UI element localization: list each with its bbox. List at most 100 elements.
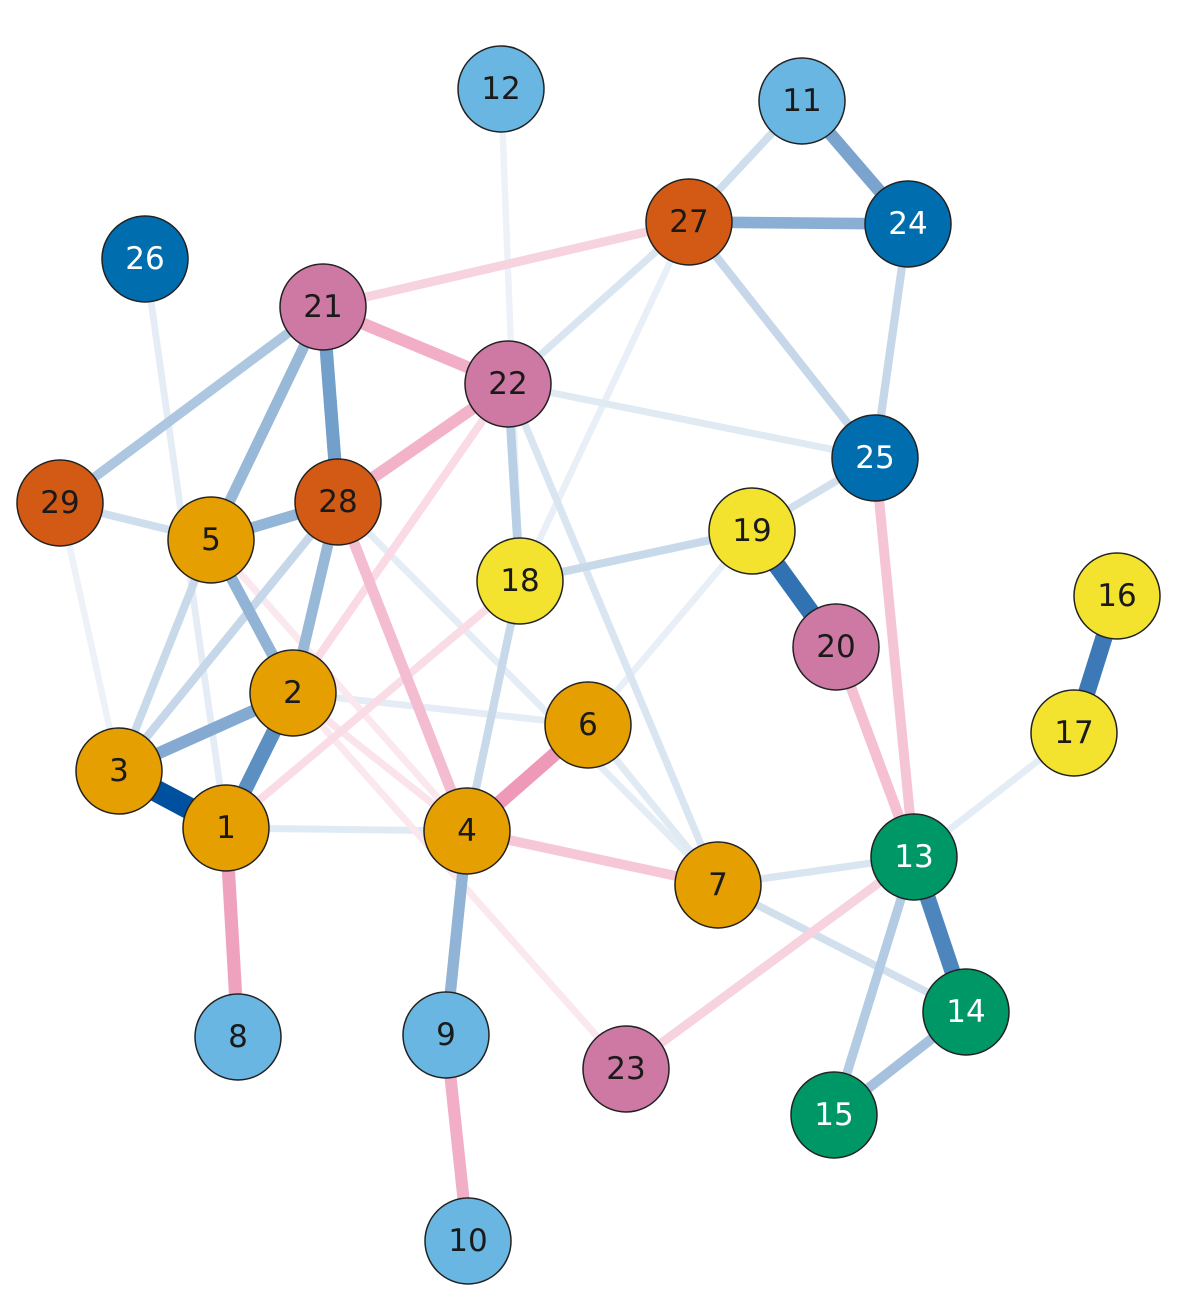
node-label: 14 — [946, 994, 985, 1030]
node-circle — [75, 727, 163, 815]
node-label: 4 — [457, 813, 477, 849]
edge-13-23 — [623, 853, 917, 1073]
node-circle — [402, 991, 490, 1079]
node-28[interactable]: 28 — [294, 458, 382, 546]
node-27[interactable]: 27 — [645, 178, 733, 266]
edge-22-25 — [507, 380, 876, 462]
node-label: 21 — [303, 289, 342, 325]
node-17[interactable]: 17 — [1030, 689, 1118, 777]
edge-28-4 — [332, 500, 473, 833]
node-label: 13 — [894, 839, 933, 875]
node-6[interactable]: 6 — [544, 681, 632, 769]
node-circle — [758, 57, 846, 145]
node-label: 3 — [109, 753, 129, 789]
node-circle — [544, 681, 632, 769]
node-circle — [922, 968, 1010, 1056]
node-circle — [790, 1071, 878, 1159]
node-4[interactable]: 4 — [423, 787, 511, 875]
edge-29-3 — [56, 502, 123, 772]
node-2[interactable]: 2 — [249, 649, 337, 737]
edge-28-7 — [335, 499, 721, 888]
node-circle — [249, 649, 337, 737]
node-circle — [582, 1025, 670, 1113]
node-9[interactable]: 9 — [402, 991, 490, 1079]
node-label: 22 — [488, 366, 527, 402]
node-14[interactable]: 14 — [922, 968, 1010, 1056]
edge-13-15 — [829, 855, 919, 1117]
node-20[interactable]: 20 — [792, 603, 880, 691]
edge-5-4 — [208, 537, 470, 834]
node-label: 6 — [578, 707, 598, 743]
node-label: 27 — [669, 204, 708, 240]
edge-22-2 — [289, 381, 512, 696]
node-label: 19 — [732, 513, 771, 549]
node-label: 26 — [125, 241, 164, 277]
node-label: 28 — [318, 484, 357, 520]
node-label: 23 — [606, 1051, 645, 1087]
node-label: 20 — [816, 629, 855, 665]
node-circle — [423, 787, 511, 875]
node-29[interactable]: 29 — [16, 459, 104, 547]
edge-7-14 — [716, 881, 968, 1016]
node-1[interactable]: 1 — [182, 784, 270, 872]
node-label: 8 — [228, 1019, 248, 1055]
node-3[interactable]: 3 — [75, 727, 163, 815]
node-21[interactable]: 21 — [279, 263, 367, 351]
node-label: 7 — [708, 867, 728, 903]
edge-27-21 — [321, 217, 691, 312]
node-circle — [1073, 552, 1161, 640]
node-25[interactable]: 25 — [831, 414, 919, 502]
edge-28-3 — [115, 499, 342, 774]
node-circle — [831, 414, 919, 502]
node-circle — [464, 340, 552, 428]
node-label: 29 — [40, 485, 79, 521]
node-circle — [294, 458, 382, 546]
edge-18-1 — [223, 577, 523, 832]
node-13[interactable]: 13 — [870, 813, 958, 901]
node-24[interactable]: 24 — [864, 180, 952, 268]
node-label: 12 — [481, 71, 520, 107]
node-circle — [645, 178, 733, 266]
node-circle — [476, 537, 564, 625]
node-18[interactable]: 18 — [476, 537, 564, 625]
node-circle — [864, 180, 952, 268]
node-circle — [16, 459, 104, 547]
node-circle — [279, 263, 367, 351]
node-19[interactable]: 19 — [708, 487, 796, 575]
node-circle — [194, 993, 282, 1081]
edge-27-25 — [685, 219, 879, 461]
node-circle — [182, 784, 270, 872]
node-label: 24 — [888, 206, 927, 242]
node-label: 25 — [855, 440, 894, 476]
node-10[interactable]: 10 — [424, 1197, 512, 1285]
node-label: 15 — [814, 1097, 853, 1133]
node-12[interactable]: 12 — [457, 45, 545, 133]
node-circle — [101, 215, 189, 303]
node-label: 10 — [448, 1223, 487, 1259]
node-circle — [708, 487, 796, 575]
node-circle — [424, 1197, 512, 1285]
node-label: 2 — [283, 675, 303, 711]
node-16[interactable]: 16 — [1073, 552, 1161, 640]
node-26[interactable]: 26 — [101, 215, 189, 303]
edge-25-13 — [870, 457, 919, 858]
node-circle — [870, 813, 958, 901]
node-circle — [457, 45, 545, 133]
node-label: 5 — [201, 522, 221, 558]
node-23[interactable]: 23 — [582, 1025, 670, 1113]
node-5[interactable]: 5 — [167, 496, 255, 584]
node-8[interactable]: 8 — [194, 993, 282, 1081]
node-22[interactable]: 22 — [464, 340, 552, 428]
node-circle — [674, 841, 762, 929]
node-circle — [167, 496, 255, 584]
node-label: 11 — [782, 83, 821, 119]
edge-22-7 — [504, 382, 722, 887]
node-15[interactable]: 15 — [790, 1071, 878, 1159]
node-circle — [792, 603, 880, 691]
node-11[interactable]: 11 — [758, 57, 846, 145]
node-7[interactable]: 7 — [674, 841, 762, 929]
edge-21-29 — [57, 303, 326, 507]
node-circle — [1030, 689, 1118, 777]
